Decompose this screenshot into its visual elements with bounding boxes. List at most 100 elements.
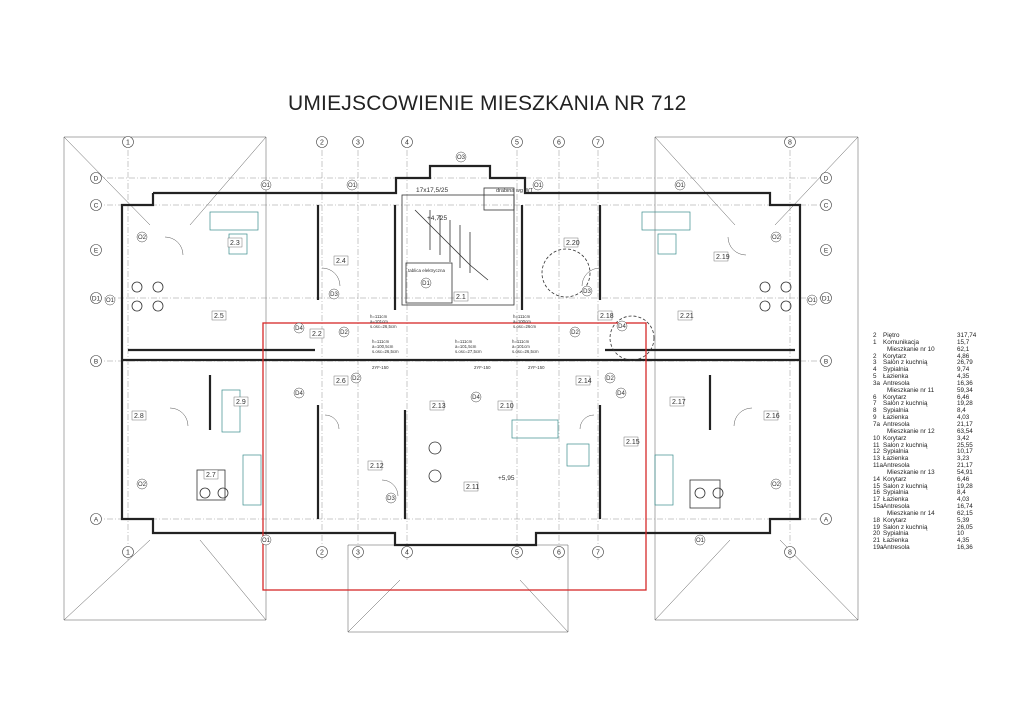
room-label: 2.13 xyxy=(432,403,446,410)
grid-col-label: 4 xyxy=(405,549,409,556)
spec-line: h=111cm xyxy=(372,339,390,344)
grid-col-bubble xyxy=(511,136,523,148)
axis-tag: D2 xyxy=(340,330,348,336)
grid-row-bubble xyxy=(820,513,832,525)
room-tag-box xyxy=(333,255,349,266)
schedule-value: 4,86 xyxy=(957,352,970,360)
schedule-number: 17 xyxy=(873,496,881,504)
window-code: 2YF-150 xyxy=(372,365,389,370)
ladder-label: drabina wg WT xyxy=(496,188,534,194)
axis-tag-bubble xyxy=(293,387,305,399)
schedule-number: 7 xyxy=(873,400,877,408)
schedule-value: 9,74 xyxy=(957,366,970,374)
grid-col-bubble xyxy=(122,136,134,148)
meter-label: tablica elektryczna xyxy=(408,268,446,273)
schedule-value: 62,15 xyxy=(957,509,973,517)
axis-tag-bubble xyxy=(136,231,148,243)
schedule-value: 16,74 xyxy=(957,503,973,511)
window-specs: h=111cm a=101cm s.osc=26,5cm h=111cm a=100cm… xyxy=(370,314,539,354)
room-label: 2.9 xyxy=(236,399,246,406)
grid-row-label: C xyxy=(94,202,99,209)
room-label: 2.8 xyxy=(134,413,144,420)
grid-col-bubble xyxy=(352,546,364,558)
schedule-name: Salon z kuchnią xyxy=(883,441,928,449)
grid-row-bubble xyxy=(90,244,102,256)
axis-tag-bubble xyxy=(616,320,628,332)
axis-tag: O1 xyxy=(534,183,543,189)
window-code: 2YF-150 xyxy=(474,365,491,370)
axis-tag-bubble xyxy=(770,478,782,490)
schedule-value: 10,17 xyxy=(957,448,973,456)
room-tag-box xyxy=(333,375,349,386)
room-tag-box xyxy=(309,328,325,339)
grid-row-label: C xyxy=(824,202,829,209)
axis-tag: D1 xyxy=(422,281,430,287)
grid-col-bubble xyxy=(122,546,134,558)
schedule-value: 16,36 xyxy=(957,379,973,387)
schedule-number: 8 xyxy=(873,407,877,415)
schedule-name: Sypialnia xyxy=(883,366,909,374)
room-label: 2.1 xyxy=(456,294,466,301)
schedule-name: Korytarz xyxy=(883,475,907,483)
schedule-name: Antresola xyxy=(883,462,910,470)
schedule-value: 5,39 xyxy=(957,516,970,524)
building-walls xyxy=(120,164,802,547)
spec-line: a=100cm xyxy=(513,319,531,324)
grid-col-label: 2 xyxy=(320,549,324,556)
grid-row-bubble xyxy=(820,355,832,367)
axis-tag: O1 xyxy=(676,183,685,189)
room-tag-box xyxy=(203,469,219,480)
grid-row-bubble xyxy=(90,172,102,184)
schedule-name: Sypialnia xyxy=(883,530,909,538)
schedule-name: Antresola xyxy=(883,420,910,428)
schedule-number: 3 xyxy=(873,359,877,367)
axis-tag-bubble xyxy=(350,372,362,384)
room-label: 2.11 xyxy=(466,484,479,491)
axis-tag: O2 xyxy=(772,235,781,241)
axis-tag: D3 xyxy=(387,496,395,502)
schedule-value: 62,1 xyxy=(957,345,970,353)
axis-tag-bubble xyxy=(532,179,544,191)
room-tag-box xyxy=(763,410,779,421)
schedule-number: 16 xyxy=(873,489,881,497)
room-label: 2.4 xyxy=(336,258,346,265)
axis-tag: O1 xyxy=(262,538,271,544)
schedule-name: Mieszkanie nr 10 xyxy=(887,345,935,353)
schedule-value: 6,46 xyxy=(957,475,970,483)
grid-row-label: E xyxy=(824,247,829,254)
schedule-number: 6 xyxy=(873,393,877,401)
axis-tag: D3 xyxy=(330,292,338,298)
spec-line: s.osc=26,5cm xyxy=(372,349,399,354)
axis-tag-bubble xyxy=(293,322,305,334)
schedule-value: 3,42 xyxy=(957,434,970,442)
schedule-name: Antresola xyxy=(883,544,910,552)
axis-tag-bubble xyxy=(420,277,432,289)
room-label: 2.18 xyxy=(600,313,614,320)
grid-col-bubble xyxy=(592,546,604,558)
schedule-number: 13 xyxy=(873,455,881,463)
spec-line: a=101cm xyxy=(512,344,530,349)
axis-tag: O1 xyxy=(348,183,357,189)
axis-tag-bubble xyxy=(346,179,358,191)
page-title: UMIEJSCOWIENIE MIESZKANIA NR 712 xyxy=(288,92,687,115)
axis-tag: O3 xyxy=(457,155,466,161)
schedule-value: 21,17 xyxy=(957,420,973,428)
grid-row-label: B xyxy=(94,358,98,365)
axis-tag-bubble xyxy=(260,534,272,546)
axis-tag-bubble xyxy=(104,294,116,306)
spec-line: h=111cm xyxy=(455,339,473,344)
schedule-name: Salon z kuchnią xyxy=(883,482,928,490)
grid-col-bubble xyxy=(592,136,604,148)
schedule-number: 4 xyxy=(873,366,877,374)
spec-line: h=111cm xyxy=(370,314,388,319)
